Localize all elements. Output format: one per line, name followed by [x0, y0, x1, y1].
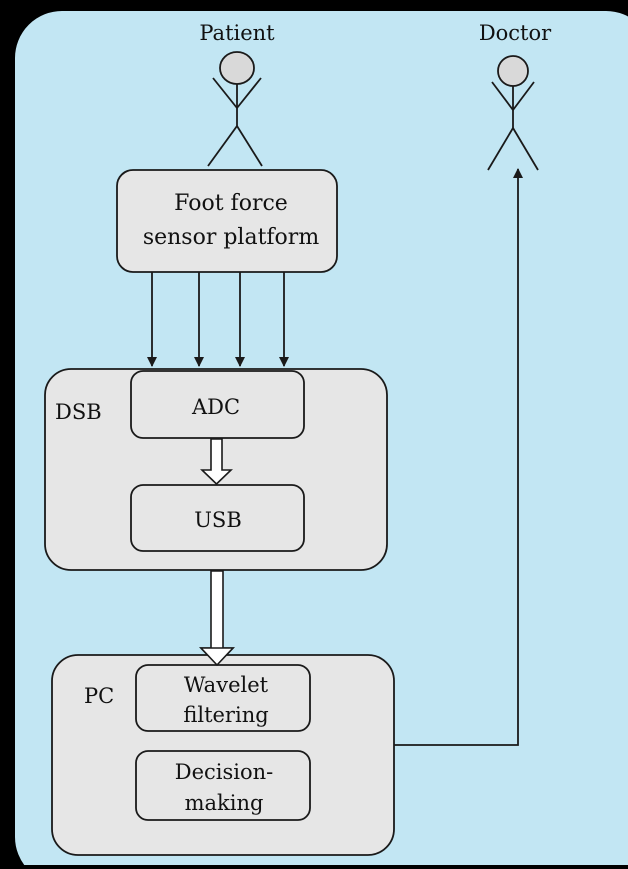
sensor-platform-box: Foot force sensor platform: [116, 169, 338, 273]
wavelet-line1: Wavelet: [184, 673, 269, 697]
wavelet-filtering-box: Wavelet filtering: [135, 664, 311, 732]
doctor-label: Doctor: [479, 21, 552, 45]
doctor-actor: Doctor: [479, 21, 552, 171]
patient-actor: Patient: [199, 21, 275, 167]
pc-to-doctor-arrow: [394, 168, 523, 746]
patient-label: Patient: [199, 21, 275, 45]
doctor-stick-figure-icon: [487, 55, 539, 171]
adc-to-usb-arrow: [200, 438, 233, 486]
sensor-signal-arrows: [147, 272, 289, 367]
dsb-label: DSB: [55, 400, 102, 424]
decision-line1: Decision-: [175, 760, 274, 784]
adc-label: ADC: [191, 395, 240, 419]
sensor-platform-line2: sensor platform: [143, 225, 320, 250]
patient-stick-figure-icon: [207, 51, 263, 167]
decision-line2: making: [185, 791, 264, 815]
wavelet-line2: filtering: [183, 703, 268, 727]
pc-container: PC Wavelet filtering Decision- making: [51, 647, 395, 856]
dsb-to-pc-arrow-tip: [199, 647, 235, 667]
pc-label: PC: [84, 684, 114, 708]
decision-making-box: Decision- making: [135, 750, 311, 821]
sensor-platform-line1: Foot force: [174, 191, 288, 216]
adc-box: ADC: [130, 370, 305, 439]
dsb-container: DSB ADC USB: [44, 368, 388, 571]
usb-label: USB: [194, 508, 242, 532]
usb-box: USB: [130, 484, 305, 552]
